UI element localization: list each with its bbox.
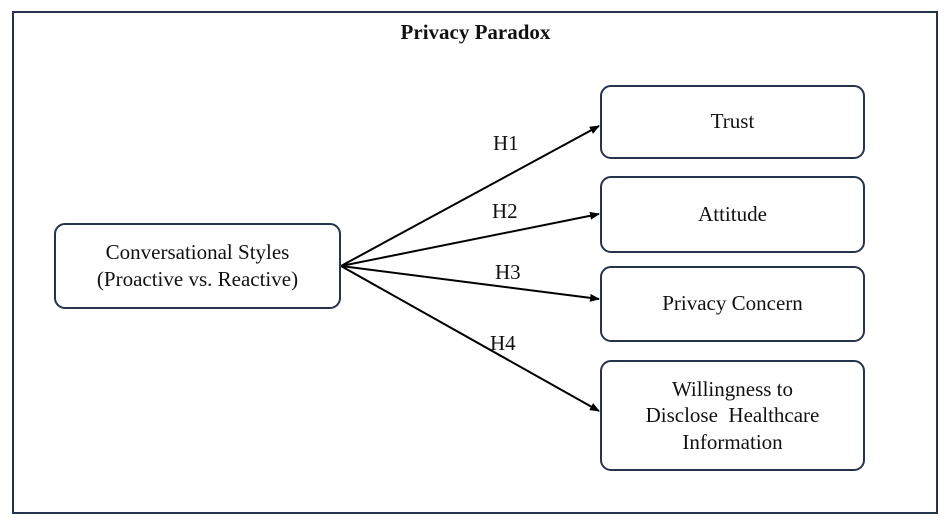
hypothesis-label-h2: H2 (492, 199, 518, 223)
source-line-2: (Proactive vs. Reactive) (96, 267, 299, 291)
hypothesis-label-h3: H3 (495, 260, 521, 284)
willingness-line-1: Willingness to (671, 377, 794, 402)
willingness-box: Willingness to Disclose Healthcare Infor… (600, 360, 865, 471)
arrow-h4 (340, 265, 600, 412)
conversational-styles-box: Conversational Styles (Proactive vs. Rea… (54, 223, 341, 309)
arrow-h3 (340, 265, 600, 302)
arrow-h2 (340, 211, 600, 267)
source-line-1: Conversational Styles (105, 239, 290, 264)
attitude-box: Attitude (600, 176, 865, 253)
trust-box: Trust (600, 85, 865, 159)
privacy-concern-box: Privacy Concern (600, 266, 865, 342)
diagram-frame (12, 11, 938, 514)
willingness-line-3: Information (682, 429, 783, 454)
hypothesis-label-h4: H4 (490, 331, 516, 355)
arrow-h1 (340, 125, 600, 267)
willingness-line-2: Disclose Healthcare (645, 403, 820, 428)
attitude-label: Attitude (698, 201, 767, 226)
diagram-title: Privacy Paradox (400, 20, 551, 44)
trust-label: Trust (710, 109, 755, 134)
privacy-concern-label: Privacy Concern (662, 291, 803, 316)
hypothesis-label-h1: H1 (493, 131, 519, 155)
